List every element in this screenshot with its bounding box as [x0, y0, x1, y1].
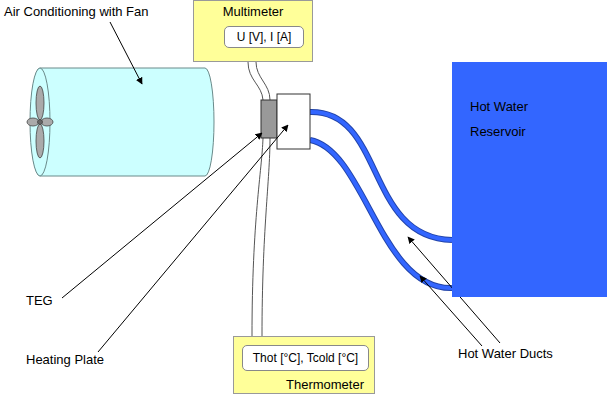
thermometer-box: Thermometer Thot [°C], Tcold [°C] [233, 336, 375, 394]
multimeter-box: Multimeter U [V], I [A] [193, 0, 313, 62]
hot-water-reservoir: Hot Water Reservoir [452, 62, 607, 297]
node-text: Thot [°C], Tcold [°C] [243, 350, 368, 366]
leader-lines [62, 22, 500, 352]
node-text: U [V], I [A] [225, 29, 303, 45]
hot-water-ducts [310, 112, 452, 288]
heating-plate [277, 94, 310, 149]
reading-box: Thot [°C], Tcold [°C] [242, 345, 369, 371]
ac-cylinder [31, 68, 214, 176]
teg [261, 100, 277, 138]
part-label: Hot Water Ducts [458, 346, 553, 362]
part-label: Heating Plate [26, 352, 104, 368]
reading-box: U [V], I [A] [224, 26, 304, 48]
node-text: Thermometer [286, 377, 364, 393]
node-text: Hot Water Reservoir [470, 94, 565, 144]
node-text: Multimeter [194, 4, 312, 20]
part-label: TEG [26, 293, 53, 309]
fan [27, 86, 53, 158]
part-label: Air Conditioning with Fan [4, 4, 149, 20]
